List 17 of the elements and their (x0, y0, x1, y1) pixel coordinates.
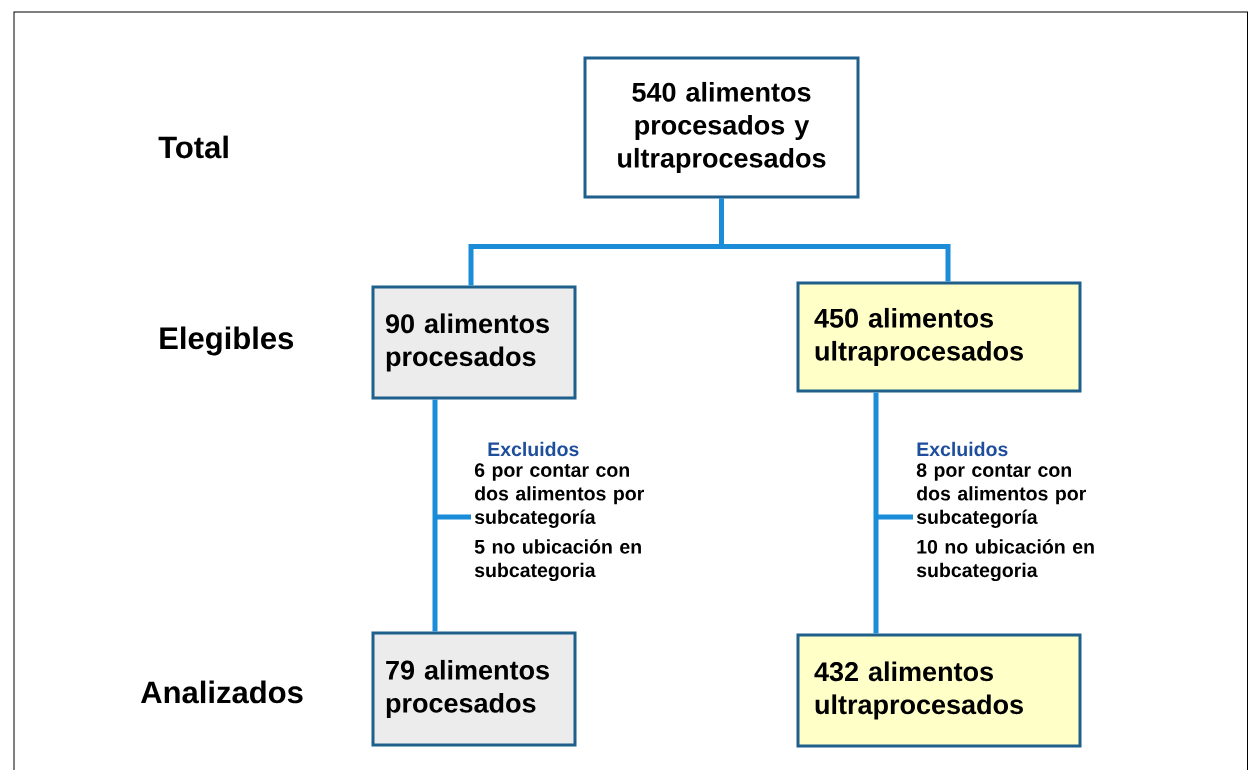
connector-line (873, 392, 879, 634)
exclusion-note: 5 no ubicación en subcategoria (474, 539, 641, 582)
connector-line (432, 399, 438, 632)
category-box: 90 alimentos procesados (371, 285, 577, 400)
row-label: Analizados (141, 680, 303, 704)
row-label: Total (158, 135, 228, 159)
result-box: 432 alimentos ultraprocesados (796, 633, 1082, 748)
exclusion-heading: Excluidos (917, 441, 1008, 457)
connector-line (719, 198, 951, 282)
exclusion-note: 6 por contar con dos alimentos por subcategoría (474, 463, 644, 528)
exclusion-heading: Excluidos (488, 441, 579, 457)
exclusion-note: 8 por contar con dos alimentos por subcategoría (916, 463, 1086, 528)
total-box: 540 alimentos procesados y ultraprocesados (583, 56, 860, 199)
category-box: 450 alimentos ultraprocesados (796, 281, 1082, 393)
result-box: 79 alimentos procesados (371, 631, 577, 747)
row-label: Elegibles (160, 326, 294, 356)
exclusion-note: 10 no ubicación en subcategoria (916, 539, 1094, 582)
